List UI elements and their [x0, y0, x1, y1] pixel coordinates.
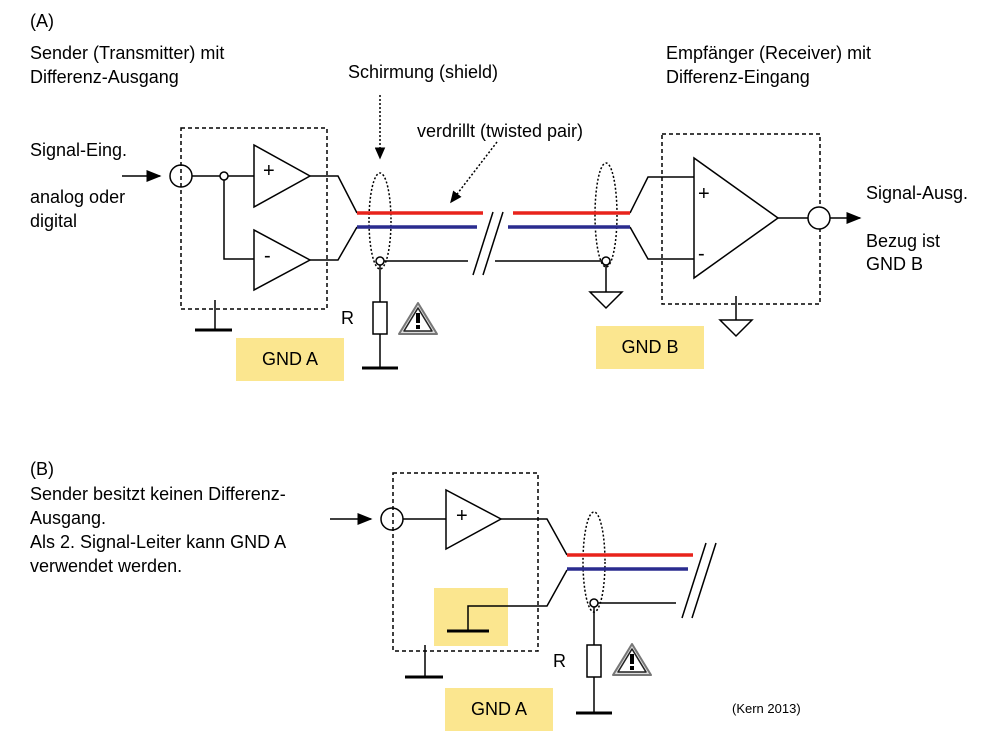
section-a — [122, 95, 862, 370]
section-a-label: (A) — [30, 11, 54, 31]
section-b — [330, 472, 568, 679]
signal-input-label: Signal-Eing. — [30, 140, 128, 160]
ground-triangle-receiver-b — [718, 319, 754, 338]
amplifier-receiver-a — [693, 156, 780, 280]
resistor-label-a: R — [341, 308, 354, 328]
ground-triangle-shield-b — [588, 291, 624, 310]
plus-sign-sender-b: + — [456, 505, 468, 527]
sender-title-line2: Differenz-Ausgang — [30, 67, 179, 87]
resistor-b — [586, 644, 602, 678]
sender-box-b — [392, 472, 539, 652]
receiver-title-line1: Empfänger (Receiver) mit — [666, 43, 872, 63]
plus-sign-receiver: + — [698, 183, 710, 205]
node-a — [219, 171, 229, 181]
amplifier-plus-b — [445, 488, 503, 551]
signal-output-label: Signal-Ausg. — [866, 183, 969, 203]
gnd-a-internal-highlight — [434, 588, 508, 646]
gnd-a-label-b: GND A — [445, 688, 553, 731]
section-b-text-line4: verwendet werden. — [30, 556, 183, 576]
shield-ellipse-a-left — [368, 172, 392, 270]
gnd-b-label: GND B — [596, 326, 704, 369]
reference-line1: Bezug ist — [866, 231, 941, 251]
resistor-label-b: R — [553, 651, 566, 671]
analog-digital-line2: digital — [30, 211, 78, 231]
amplifier-minus-a — [253, 228, 312, 292]
section-b-text-line2: Ausgang. — [30, 508, 107, 528]
reference-line2: GND B — [866, 254, 924, 274]
shield-node-a — [375, 256, 385, 266]
section-b-text-line1: Sender besitzt keinen Differenz- — [30, 484, 286, 504]
receiver-box-a — [661, 133, 821, 305]
section-b-wiring — [447, 511, 717, 715]
warning-triangle-icon — [612, 643, 652, 676]
warning-triangle-icon — [398, 302, 438, 335]
shield-node-b — [601, 256, 611, 266]
twisted-pair-b — [567, 553, 693, 571]
minus-sign-receiver: - — [698, 243, 705, 265]
output-terminal-a — [807, 206, 831, 230]
shield-ellipse-a-right — [594, 162, 618, 268]
input-terminal-b — [380, 507, 404, 531]
section-b-label: (B) — [30, 459, 54, 479]
shield-label: Schirmung (shield) — [348, 62, 499, 82]
sender-title-line1: Sender (Transmitter) mit — [30, 43, 225, 63]
receiver-title-line2: Differenz-Eingang — [666, 67, 810, 87]
sender-box-a — [180, 127, 328, 310]
shield-node-b2 — [589, 598, 599, 608]
amplifier-plus-a — [253, 143, 312, 209]
section-b-text-line3: Als 2. Signal-Leiter kann GND A — [30, 532, 287, 552]
gnd-a-label: GND A — [236, 338, 344, 381]
analog-digital-line1: analog oder — [30, 187, 126, 207]
twisted-pair-label: verdrillt (twisted pair) — [417, 121, 584, 141]
shield-ellipse-b — [582, 511, 606, 613]
twisted-pair-a — [357, 211, 630, 229]
resistor-a — [372, 301, 388, 335]
citation: (Kern 2013) — [732, 701, 801, 716]
minus-sign-sender-a: - — [264, 245, 271, 267]
plus-sign-sender-a: + — [263, 160, 275, 182]
